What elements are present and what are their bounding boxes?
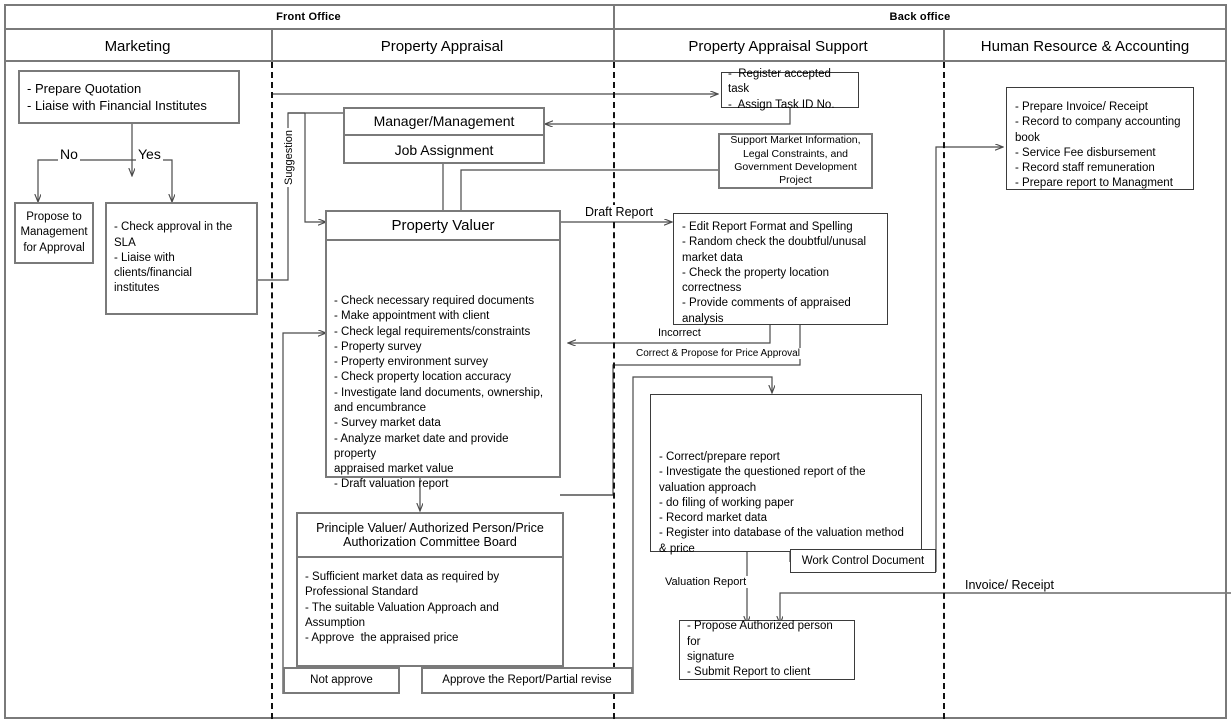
node-prepare-quotation[interactable]: - Prepare Quotation - Liaise with Financ… [18,70,240,124]
text-line: - Check the property location correctnes… [682,266,830,295]
node-correct-prepare-report-body: - Correct/prepare report - Investigate t… [651,395,921,555]
text-line: - Property survey [334,340,422,353]
text-line: - Service Fee disbursement [1015,146,1156,159]
edge-label-valuation-report: Valuation Report [663,576,749,588]
lane-title-human-resource-accounting: Human Resource & Accounting [980,37,1190,55]
text-line: - Analyze market date and provide proper… [334,432,509,476]
node-check-approval-sla-body: - Check approval in the SLA - Liaise wit… [107,204,256,313]
text-line: - Propose Authorized person for signatur… [687,620,833,663]
text-line: Support Market Information, [730,134,861,147]
text-line: - Edit Report Format and Spelling [682,221,853,233]
lane-header-band [4,30,1227,62]
edge-label-invoice-receipt: Invoice/ Receipt [963,578,1056,592]
lane-divider-header-1 [271,30,273,62]
node-propose-to-management[interactable]: Propose to Management for Approval [14,202,94,264]
text-line: - Register accepted task [728,68,835,96]
text-line: - Record market data [659,512,768,525]
lane-title-marketing: Marketing [104,37,171,55]
edge-label-yes: Yes [136,146,163,162]
text-line: - Property environment survey [334,356,489,369]
node-principle-valuer-header: Principle Valuer/ Authorized Person/Pric… [298,514,562,558]
node-propose-signature-body: - Propose Authorized person for signatur… [680,620,854,679]
lane-divider-header-3 [943,30,945,62]
text-line: - Sufficient market data as required by … [305,571,500,599]
lane-divider-body-appraisal-support [613,62,615,719]
node-property-valuer-header: Property Valuer [327,212,559,241]
text-line: - Prepare Invoice/ Receipt [1015,101,1148,113]
node-check-approval-sla[interactable]: - Check approval in the SLA - Liaise wit… [105,202,258,315]
text-line: - Random check the doubtful/unusal marke… [682,236,867,264]
node-manager-management[interactable]: Manager/Management Job Assignment [343,107,545,164]
node-hr-accounting-body: - Prepare Invoice/ Receipt - Record to c… [1007,88,1193,189]
edge-label-box-work-control-document: Work Control Document [790,549,936,573]
edge-label-incorrect: Incorrect [656,327,703,339]
lane-divider-body-marketing-appraisal [271,62,273,719]
text-line: - Survey market data [334,417,441,430]
text-line: - Correct/prepare report [659,451,780,463]
text-line: - Record staff remuneration [1015,162,1155,175]
text-line: - Register into database of the valuatio… [659,527,904,555]
node-propose-to-management-body: Propose to Management for Approval [16,204,92,262]
text-line: - Check necessary required documents [334,295,535,307]
node-correct-prepare-report[interactable]: - Correct/prepare report - Investigate t… [650,394,922,555]
text-line: - do filing of working paper [659,496,794,509]
text-line: - Make appointment with client [334,310,490,323]
edge-label-correct-propose: Correct & Propose for Price Approval [634,348,802,359]
edge-label-box-approve-report: Approve the Report/Partial revise [421,667,633,694]
node-manager-management-header: Manager/Management [345,109,543,136]
text-line: - Check legal requirements/constraints [334,325,531,338]
node-principle-valuer-body: - Sufficient market data as required by … [298,558,562,667]
text-line: Propose to [26,211,82,224]
group-title-back-office: Back office [889,11,951,23]
text-line: Government Development [734,161,857,173]
node-propose-signature[interactable]: - Propose Authorized person for signatur… [679,620,855,680]
text-line: - The suitable Valuation Approach and As… [305,601,499,629]
text-line: for Approval [23,241,85,254]
node-register-accepted-task[interactable]: - Register accepted task - Assign Task I… [721,68,859,111]
text-line: Management [20,226,88,239]
node-manager-management-body: Job Assignment [394,141,494,158]
node-support-market-information[interactable]: Support Market Information, Legal Constr… [718,133,873,189]
node-edit-report-body: - Edit Report Format and Spelling - Rand… [674,214,887,325]
group-header-band [4,4,1227,30]
node-register-accepted-task-body: - Register accepted task - Assign Task I… [722,68,858,111]
group-divider-header [613,4,615,62]
text-line: - Check property location accuracy [334,371,512,384]
text-line: - Approve the appraised price [305,632,459,645]
text-line: - Investigate the questioned report of t… [659,466,866,494]
node-hr-accounting[interactable]: - Prepare Invoice/ Receipt - Record to c… [1006,87,1194,190]
edge-label-suggestion: Suggestion [283,128,295,188]
node-property-valuer-body: - Check necessary required documents - M… [327,241,559,490]
text-line: - Investigate land documents, ownership,… [334,386,544,414]
node-edit-report[interactable]: - Edit Report Format and Spelling - Rand… [673,213,888,325]
lane-divider-body-support-hr [943,62,945,719]
text-line: - Prepare report to Managment [1015,177,1173,190]
edge-label-box-not-approve: Not approve [283,667,400,694]
edge-label-draft-report: Draft Report [583,205,656,219]
text-line: - Draft valuation report [334,478,449,491]
lane-title-property-appraisal-support: Property Appraisal Support [688,37,868,55]
text-line: - Liaise with Financial Institutes [27,98,207,113]
node-prepare-quotation-body: - Prepare Quotation - Liaise with Financ… [20,72,238,122]
diagram-frame [4,4,1227,719]
node-property-valuer[interactable]: Property Valuer - Check necessary requir… [325,210,561,490]
text-line: Legal Constraints, and [742,147,849,160]
text-line: - Check approval in the SLA [114,221,233,249]
lane-title-property-appraisal: Property Appraisal [380,37,504,55]
text-line: - Record to company accounting book [1015,116,1181,144]
node-principle-valuer[interactable]: Principle Valuer/ Authorized Person/Pric… [296,512,564,667]
text-line: - Liaise with clients/financial institut… [114,251,192,295]
text-line: Project [779,174,812,187]
node-support-market-information-body: Support Market Information, Legal Constr… [720,134,871,187]
text-line: - Provide comments of appraised analysis [682,297,851,325]
group-title-front-office: Front Office [276,11,341,23]
text-line: - Assign Task ID No. [728,98,835,111]
text-line: - Submit Report to client [687,666,811,679]
text-line: - Prepare Quotation [27,80,142,96]
edge-label-no: No [58,146,80,162]
